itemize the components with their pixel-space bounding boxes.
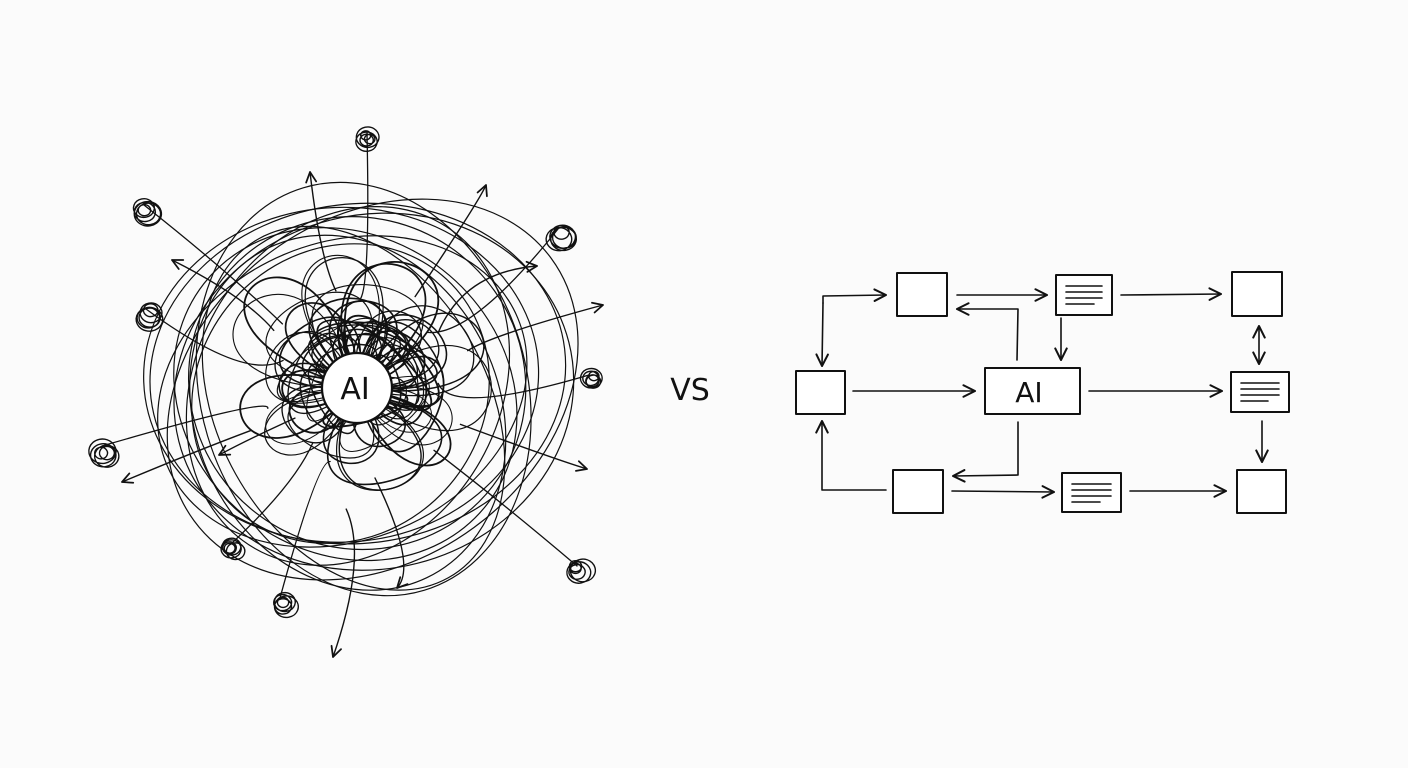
node-center [984, 367, 1081, 415]
tangle-loop [343, 261, 440, 389]
tangle-outer-loop [157, 235, 528, 548]
chaos-center-node: AI [320, 351, 394, 425]
structured-diagram: AI [795, 271, 1290, 514]
scribble-knot [88, 405, 269, 468]
tangle-outer-loop [173, 227, 518, 562]
tangle-loop [265, 387, 358, 445]
chaos-arrow [459, 423, 588, 472]
tangle-loop [243, 276, 358, 389]
tangle-outer-loop [201, 225, 506, 591]
scribble-knot [220, 441, 314, 561]
node-bottom-left [892, 469, 944, 514]
chaos-arrow [171, 259, 275, 332]
node-top-left [896, 272, 948, 317]
chaos-arrow [121, 429, 252, 484]
tangle-loop [356, 355, 445, 453]
scribble-knot [273, 460, 331, 619]
chaos-arrow [305, 171, 337, 292]
tangle-loop [328, 300, 398, 389]
flow-edges [815, 287, 1269, 499]
node-mid-left [795, 370, 846, 415]
scribble-knot [433, 449, 597, 584]
tangle-loop [356, 347, 428, 426]
node-mid-right [1230, 371, 1290, 413]
tangle-loop [338, 387, 422, 491]
flow-nodes [795, 271, 1290, 514]
chaos-arrow [374, 477, 409, 589]
chaos-arrow [467, 301, 604, 352]
edge-midleft-to-topleft [822, 288, 888, 304]
tangle-loop [239, 374, 358, 439]
chaotic-arrows [121, 171, 604, 658]
tangle-loop [232, 293, 358, 389]
tangle-loop [306, 336, 358, 422]
structured-center-label: AI [1015, 376, 1042, 409]
node-top-right [1231, 271, 1283, 317]
tangle-loop [311, 284, 424, 389]
tangle-outer-loop [149, 202, 567, 545]
edge-center-to-topleft [955, 302, 1019, 361]
chaos-arrow [330, 508, 356, 658]
tangle-loop [287, 332, 358, 414]
tangled-loops [143, 181, 579, 597]
chaos-center-label: AI [340, 372, 369, 407]
edge-topmid-to-topright [1120, 287, 1223, 301]
tangle-loop [288, 385, 358, 434]
tangle-loop [301, 254, 380, 389]
chaos-arrow [437, 260, 538, 334]
node-top-mid [1055, 274, 1113, 316]
edge-topleft-to-midleft [815, 302, 829, 368]
vs-label: VS [670, 373, 710, 408]
tangle-loop [265, 331, 358, 404]
tangle-loop [264, 387, 358, 456]
chaos-arrow [218, 417, 296, 456]
tangle-loop [274, 330, 358, 394]
tangle-loop [337, 320, 433, 412]
tangle-loop [307, 324, 401, 389]
scribble-knot [426, 224, 578, 334]
scribble-knot [355, 126, 380, 300]
scribble-knot [132, 198, 284, 325]
tangle-loop [322, 387, 380, 464]
tangle-loop [326, 387, 443, 486]
edge-bottomleft-to-bottommid [951, 485, 1056, 499]
tangle-loop [307, 363, 359, 435]
tangle-outer-loop [185, 206, 511, 566]
node-bottom-mid [1061, 472, 1122, 513]
chaos-arrow [414, 184, 488, 298]
edge-bottomleft-to-midleft [815, 419, 887, 491]
scribble-knots [88, 126, 603, 619]
tangle-outer-loop [166, 198, 579, 581]
edge-center-to-bottomleft [951, 421, 1019, 483]
chaotic-diagram: AI [88, 126, 604, 658]
node-bottom-right [1236, 469, 1287, 514]
scribble-knot [437, 367, 603, 399]
tangle-loop [265, 291, 374, 389]
center-circle [320, 351, 394, 425]
tangle-loop [278, 362, 358, 409]
scribble-knot [135, 302, 284, 366]
tangle-loop [356, 386, 432, 433]
tangle-outer-loop [173, 212, 575, 571]
tangle-loop [284, 302, 358, 389]
